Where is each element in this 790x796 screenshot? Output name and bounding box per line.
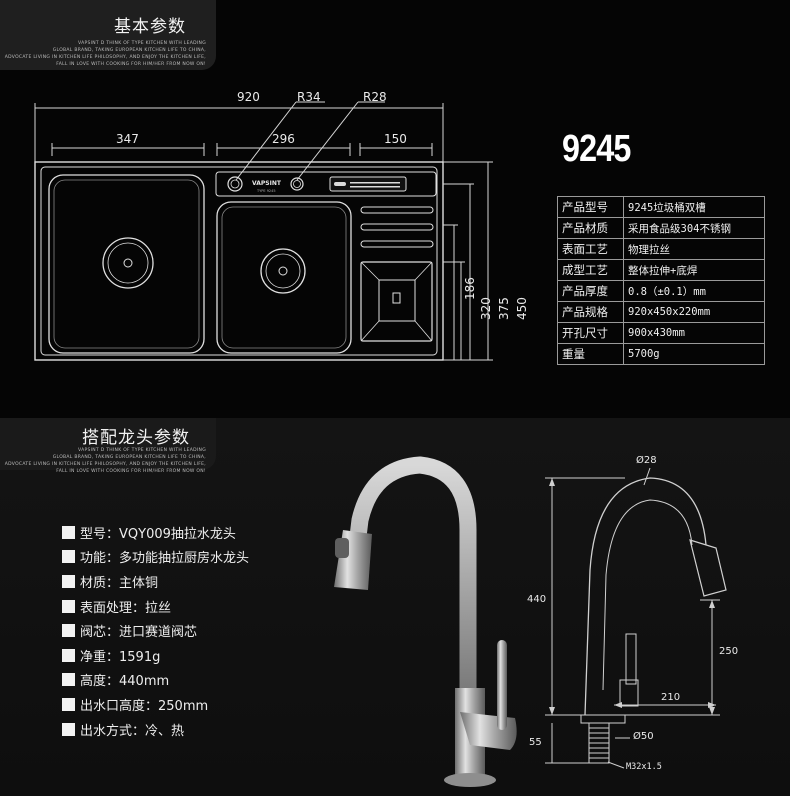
dim-diameter-50: Ø50 [633, 731, 654, 742]
spec-key: 成型工艺 [557, 259, 624, 281]
spec-text: 出水方式：冷、热 [80, 723, 185, 739]
faucet-spec-list: 型号：VQY009抽拉水龙头 功能：多功能抽拉厨房水龙头 材质：主体铜 表面处理… [62, 520, 249, 741]
bullet-square-icon [62, 697, 75, 711]
bullet-square-icon [62, 599, 75, 613]
bullet-square-icon [62, 525, 75, 539]
list-item: 型号：VQY009抽拉水龙头 [62, 520, 249, 545]
section-header-faucet-params: 搭配龙头参数 VAPSINT D THINK OF TYPE KITCHEN W… [0, 418, 216, 474]
section-tagline: VAPSINT D THINK OF TYPE KITCHEN WITH LEA… [4, 448, 206, 474]
dim-drainboard: 150 [384, 132, 407, 146]
bullet-square-icon [62, 722, 75, 736]
spec-text: 型号：VQY009抽拉水龙头 [80, 526, 236, 542]
bullet-square-icon [62, 648, 75, 662]
spec-value: 整体拉伸+底焊 [623, 259, 765, 281]
spec-key: 产品规格 [557, 301, 624, 323]
dim-diameter-28: Ø28 [636, 455, 657, 466]
section-header-basic-params: 基本参数 VAPSINT D THINK OF TYPE KITCHEN WIT… [0, 0, 216, 70]
list-item: 材质：主体铜 [62, 569, 249, 594]
section-tagline: VAPSINT D THINK OF TYPE KITCHEN WITH LEA… [4, 41, 206, 67]
spec-key: 产品型号 [557, 196, 624, 218]
bullet-square-icon [62, 574, 75, 588]
spec-text: 阀芯：进口赛道阀芯 [80, 625, 198, 641]
sink-brand-sub: TYPE 9245 [256, 189, 276, 193]
table-row: 成型工艺整体拉伸+底焊 [557, 259, 765, 281]
spec-text: 净重：1591g [80, 649, 161, 665]
list-item: 出水方式：冷、热 [62, 717, 249, 742]
dim-left-bowl: 347 [116, 132, 139, 146]
dim-shank-55: 55 [529, 737, 542, 748]
list-item: 表面处理：拉丝 [62, 594, 249, 619]
section-title: 基本参数 [114, 17, 186, 37]
dim-total-width: 920 [237, 90, 260, 104]
spec-text: 出水口高度：250mm [80, 698, 209, 714]
list-item: 高度：440mm [62, 668, 249, 693]
sink-technical-drawing: VAPSINT TYPE 9245 [34, 101, 493, 361]
spec-text: 表面处理：拉丝 [80, 600, 172, 616]
spec-value: 0.8（±0.1）mm [623, 280, 765, 302]
dim-right-bowl: 296 [272, 132, 295, 146]
section-title: 搭配龙头参数 [82, 428, 190, 448]
bullet-square-icon [62, 550, 75, 564]
dim-r28: R28 [363, 90, 387, 104]
table-row: 产品材质采用食品级304不锈钢 [557, 217, 765, 239]
dim-r34: R34 [297, 90, 321, 104]
sink-brand-mark: VAPSINT [252, 180, 282, 187]
dim-thread: M32x1.5 [626, 762, 662, 772]
spec-value: 采用食品级304不锈钢 [623, 217, 765, 239]
model-number: 9245 [562, 128, 631, 170]
list-item: 功能：多功能抽拉厨房水龙头 [62, 545, 249, 570]
bullet-square-icon [62, 624, 75, 638]
spec-value: 5700g [623, 343, 765, 365]
spec-key: 重量 [557, 343, 624, 365]
spec-key: 产品厚度 [557, 280, 624, 302]
list-item: 阀芯：进口赛道阀芯 [62, 618, 249, 643]
spec-text: 高度：440mm [80, 674, 170, 690]
dim-spout-250: 250 [719, 646, 739, 657]
spec-text: 功能：多功能抽拉厨房水龙头 [80, 551, 250, 567]
list-item: 净重：1591g [62, 643, 249, 668]
list-item: 出水口高度：250mm [62, 692, 249, 717]
spec-text: 材质：主体铜 [80, 575, 159, 591]
dim-height-440: 440 [527, 594, 547, 605]
dim-reach-210: 210 [661, 692, 681, 703]
bullet-square-icon [62, 673, 75, 687]
